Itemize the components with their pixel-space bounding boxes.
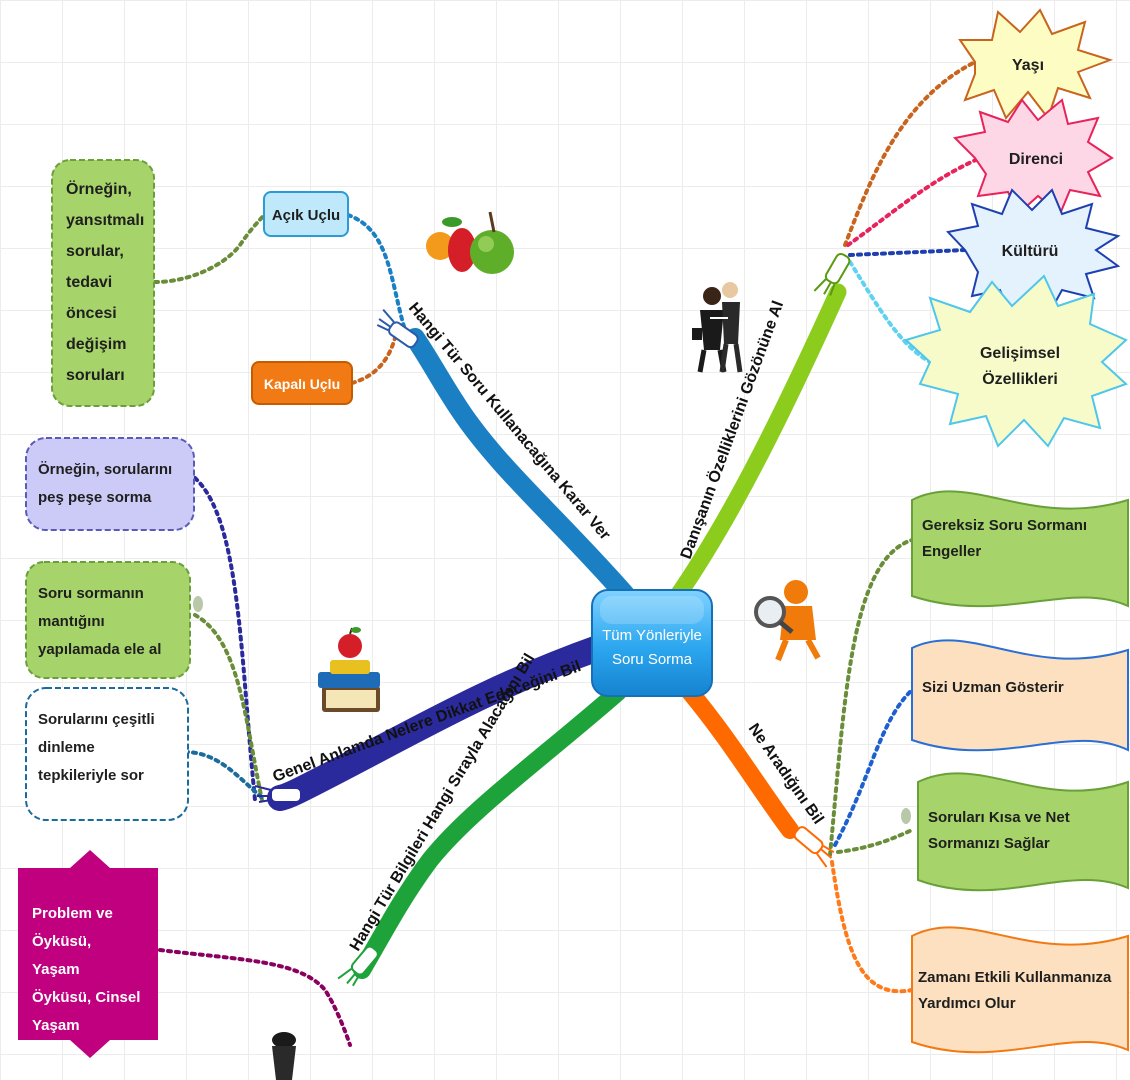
text-line: Öyküsü, xyxy=(32,933,91,950)
connector-know2 xyxy=(833,688,914,847)
text-line: mantığını xyxy=(38,613,105,630)
fruits-icon xyxy=(426,211,514,274)
note-listening[interactable]: Sorularını çeşitli dinleme tepkileriyle so… xyxy=(25,687,189,821)
star-culture-label: Kültürü xyxy=(1002,243,1059,260)
branch-info-order xyxy=(353,683,627,979)
text-line: Yaşam xyxy=(32,961,80,978)
pointing-hand-icon xyxy=(793,826,835,868)
connector-know4 xyxy=(830,860,914,994)
note-listening-text: Sorularını çeşitli dinleme tepkileriyle so… xyxy=(38,711,155,784)
text-line: yansıtmalı xyxy=(66,212,144,229)
text-line: peş peşe sorma xyxy=(38,489,152,506)
pointing-hand-icon xyxy=(376,308,419,349)
branch-label-question-type: Hangi Tür Soru Kullanacağına Karar Ver xyxy=(405,300,613,544)
connector-know1 xyxy=(828,538,914,857)
pointing-hand-icon xyxy=(254,785,302,803)
connector-resistance xyxy=(846,156,982,247)
note-logic-text: Soru sormanın mantığını yapılamada ele al xyxy=(38,585,161,658)
connector-age xyxy=(843,60,977,247)
branch-question-type xyxy=(405,328,638,608)
text-line: öncesi xyxy=(66,305,117,322)
text-line: Yardımcı Olur xyxy=(918,995,1016,1012)
connector-note1 xyxy=(193,476,257,802)
text-line: Öyküsü, Cinsel xyxy=(32,989,140,1006)
text-line: Yaşam xyxy=(32,1017,80,1034)
text-line: Sorularını çeşitli xyxy=(38,711,155,728)
star-age-shape[interactable] xyxy=(958,8,1114,121)
business-people-icon xyxy=(692,282,743,373)
dark-figure-icon xyxy=(272,1032,296,1080)
magnifier-person-icon xyxy=(754,580,821,662)
text-line: Gereksiz Soru Sormanı xyxy=(922,517,1087,534)
connector-closed xyxy=(350,336,397,385)
pointing-hand-icon xyxy=(813,252,851,296)
node-expert[interactable]: Sizi Uzman Gösterir xyxy=(911,639,1129,752)
text-line: tedavi xyxy=(66,274,112,291)
text-line: Soruları Kısa ve Net xyxy=(928,809,1070,826)
text-line: Engeller xyxy=(922,543,981,560)
node-open-ended-label: Açık Uçlu xyxy=(272,207,340,224)
node-open-example-text: Örneğin, yansıtmalı sorular, tedavi öncesi de… xyxy=(66,179,144,384)
connector-development xyxy=(848,260,932,364)
star-resistance-label: Direnci xyxy=(1009,151,1063,168)
text-line: sorular, xyxy=(66,243,124,260)
text-line: dinleme xyxy=(38,739,95,756)
connector-open xyxy=(346,213,407,332)
center-title-line1: Tüm Yönleriyle xyxy=(602,627,702,644)
star-development-shape[interactable] xyxy=(904,274,1128,448)
text-line: değişim xyxy=(66,336,126,353)
pointing-hand-icon xyxy=(337,945,379,987)
branch-client-features xyxy=(667,283,847,607)
node-closed-ended-label: Kapalı Uçlu xyxy=(264,376,340,392)
center-node[interactable]: Tüm Yönleriyle Soru Sorma xyxy=(591,589,713,697)
text-line: Gelişimsel xyxy=(980,345,1060,362)
text-line: Örneğin, xyxy=(66,179,132,198)
text-line: Sormanızı Sağlar xyxy=(928,835,1050,852)
connector-note3 xyxy=(183,750,267,802)
text-line: Problem ve xyxy=(32,905,113,922)
star-age-label: Yaşı xyxy=(1012,57,1044,74)
pin-icon xyxy=(193,596,203,612)
note-logic[interactable]: Soru sormanın mantığını yapılamada ele al xyxy=(25,561,191,679)
text-line: Özellikleri xyxy=(982,369,1058,388)
pin-icon xyxy=(901,808,911,824)
note-sequential-text: Örneğin, sorularını peş peşe sorma xyxy=(38,461,172,506)
connector-note2 xyxy=(193,613,264,802)
text-line: soruları xyxy=(66,367,125,384)
books-apple-icon xyxy=(318,627,380,712)
text-line: Zamanı Etkili Kullanmanıza xyxy=(918,969,1112,986)
text-line: yapılamada ele al xyxy=(38,641,161,658)
node-open-ended[interactable]: Açık Uçlu xyxy=(263,191,349,237)
node-closed-ended[interactable]: Kapalı Uçlu xyxy=(251,361,353,405)
note-sequential[interactable]: Örneğin, sorularını peş peşe sorma xyxy=(25,437,195,531)
text-line: Soru sormanın xyxy=(38,585,144,602)
node-expert-text: Sizi Uzman Gösterir xyxy=(922,679,1064,696)
connector-know3 xyxy=(836,828,914,854)
text-line: tepkileriyle sor xyxy=(38,767,144,784)
center-title-line2: Soru Sorma xyxy=(612,651,693,668)
branch-know-what xyxy=(681,683,799,839)
connector-open-example xyxy=(153,212,267,284)
text-line: Sizi Uzman Gösterir xyxy=(922,679,1064,696)
connector-culture xyxy=(848,248,967,257)
text-line: Örneğin, sorularını xyxy=(38,461,172,478)
node-open-example[interactable]: Örneğin, yansıtmalı sorular, tedavi öncesi de… xyxy=(51,159,155,407)
connector-info xyxy=(158,948,352,1047)
